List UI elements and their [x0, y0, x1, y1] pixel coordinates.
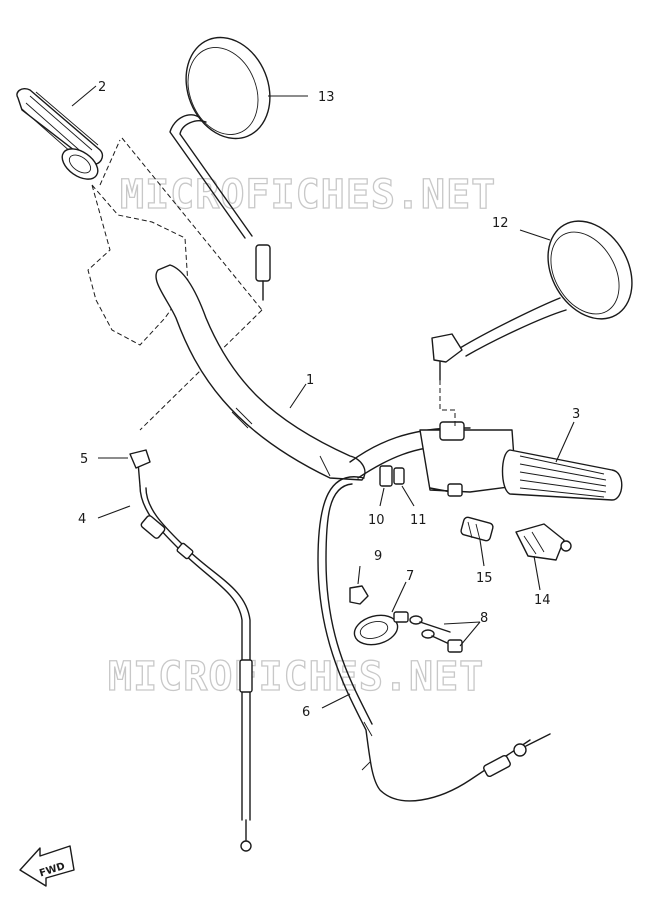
cable-clamp[interactable]	[351, 611, 409, 649]
clutch-cable[interactable]	[137, 461, 253, 852]
switch-part-14[interactable]	[515, 523, 572, 561]
callout-11: 11	[410, 513, 427, 528]
callout-10: 10	[368, 513, 385, 528]
callout-1: 1	[306, 373, 314, 388]
callout-labels: 2 13 12 1 3 5 4 10 11 15 14 9 7 8 6	[71, 80, 580, 720]
left-grip[interactable]	[16, 88, 104, 186]
throttle-cable[interactable]	[317, 476, 551, 802]
callout-13: 13	[318, 90, 335, 105]
callout-3: 3	[572, 407, 580, 422]
cable-fitting[interactable]	[129, 449, 151, 469]
switch-part-15[interactable]	[460, 516, 494, 542]
callout-12: 12	[492, 216, 509, 231]
callout-9: 9	[374, 549, 382, 564]
callout-8: 8	[480, 611, 488, 626]
callout-6: 6	[302, 705, 310, 720]
nut[interactable]	[349, 585, 369, 605]
left-switch-housing	[87, 137, 263, 431]
watermark-top: MICROFICHES.NET	[120, 172, 496, 218]
callout-4: 4	[78, 512, 86, 527]
watermark-bottom: MICROFICHES.NET	[108, 654, 484, 700]
cable-adjuster[interactable]	[379, 465, 405, 487]
right-throttle-assembly[interactable]	[419, 421, 623, 501]
fwd-direction-marker: FWD	[19, 845, 75, 887]
mirror-guide-line	[439, 380, 456, 428]
left-mirror[interactable]	[169, 25, 285, 301]
callout-5: 5	[80, 452, 88, 467]
callout-2: 2	[98, 80, 106, 95]
callout-7: 7	[406, 569, 414, 584]
callout-15: 15	[476, 571, 493, 586]
bolts-and-washers[interactable]	[409, 615, 463, 653]
right-mirror[interactable]	[431, 206, 646, 381]
callout-14: 14	[534, 593, 551, 608]
